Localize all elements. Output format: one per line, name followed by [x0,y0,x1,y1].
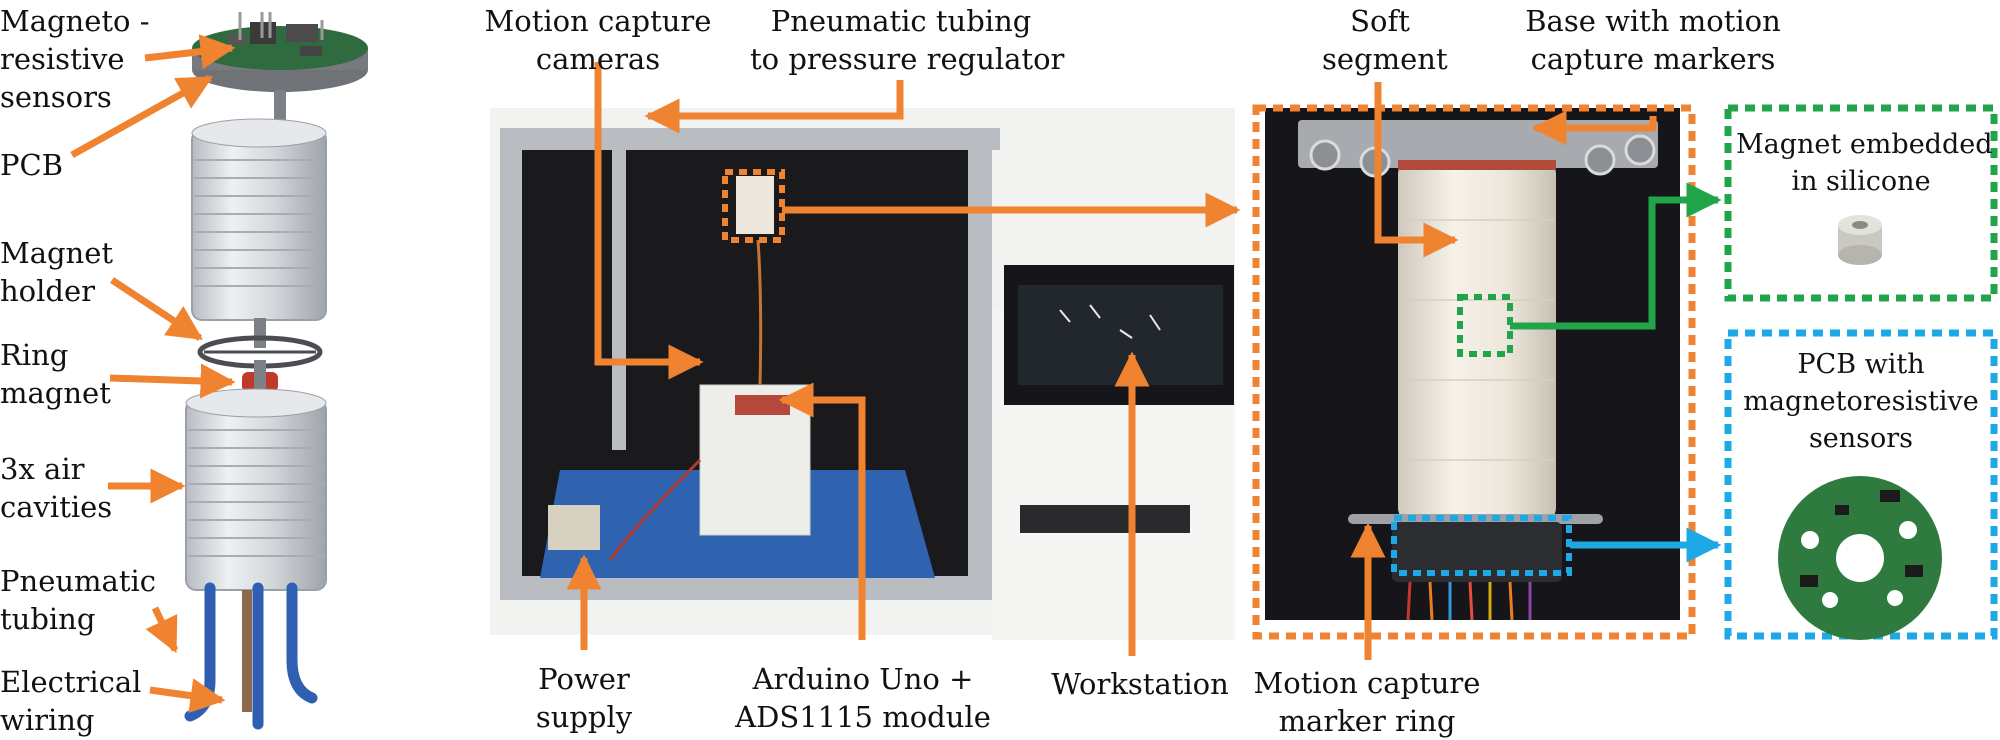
soft-segment-photo [1265,108,1680,621]
pcb-inset-label-line-3: sensors [1808,423,1914,454]
magnet-holder-part [197,318,323,369]
pcb-disc [192,12,368,92]
tubing-label: Pneumatic tubing [0,562,156,638]
ring-magnet-label: Ring magnet [0,336,111,412]
wiring-label-line-1: Electrical [0,665,142,699]
arduino-label-line-1: Arduino Uno + [752,662,974,696]
tubing-label-line-1: Pneumatic [0,564,156,598]
magnet-inset-label-line-1: Magnet embedded [1736,129,1993,160]
cameras-label-line-2: cameras [535,42,661,76]
upper-air-cavity-module [191,118,327,321]
marker-ring-label-line-2: marker ring [1278,704,1456,738]
magnet-inset-label: Magnet embedded in silicone [1736,126,1993,200]
base-label-line-2: capture markers [1530,42,1776,76]
power-supply-label-line-2: supply [535,700,633,734]
marker-ring-label-line-1: Motion capture [1253,666,1481,700]
sensors-label-line-2: resistive [0,42,125,76]
soft-segment-frame [1252,104,1696,640]
magnet-inset-frame [1724,104,1998,302]
magnet-image [1838,215,1882,265]
power-supply-label: Power supply [522,660,646,736]
magnet-inset-label-line-2: in silicone [1791,166,1931,197]
lower-air-cavity-module [185,388,327,591]
air-cavities-label-line-1: 3x air [0,452,85,486]
tubing-label-line-2: tubing [0,602,96,636]
tubing-and-wiring [184,582,318,730]
soft-segment-label: Soft segment [1322,2,1448,78]
wiring-label: Electrical wiring [0,663,141,739]
pcb-label: PCB [0,148,64,182]
exploded-robot-model [184,12,368,730]
wiring-label-line-2: wiring [0,703,95,737]
arduino-label-line-2: ADS1115 module [735,700,991,734]
soft-segment-label-line-1: Soft [1350,4,1410,38]
segment-arrows [1350,82,1657,660]
pcb-inset-label-line-1: PCB with [1797,349,1925,380]
pcb-inset-label-line-2: magnetoresistive [1743,386,1979,417]
magnet-connector [1510,182,1722,330]
sensors-label: Magneto - resistive sensors [0,2,150,116]
power-supply-label-line-1: Power [538,662,630,696]
base-label-line-1: Base with motion [1525,4,1781,38]
air-cavities-label: 3x air cavities [0,450,112,526]
pneumatic-label: Pneumatic tubing to pressure regulator [750,2,1065,78]
magnet-highlight [1457,294,1513,357]
soft-segment-highlight [722,169,785,243]
pneumatic-label-line-1: Pneumatic tubing [770,4,1032,38]
pneumatic-label-line-2: to pressure regulator [750,42,1065,76]
pcb-highlight [1391,515,1572,576]
sensors-label-line-3: sensors [0,80,112,114]
ring-magnet-label-line-1: Ring [0,338,69,372]
pcb-image [1778,476,1942,640]
setup-arrows [566,62,1241,656]
magnet-holder-label-line-2: holder [0,274,96,308]
workstation-label: Workstation [1051,667,1229,701]
marker-ring-label: Motion capture marker ring [1252,664,1482,740]
ring-magnet-label-line-2: magnet [0,376,111,410]
pcb-inset-label: PCB with magnetoresistive sensors [1736,346,1986,457]
air-cavities-label-line-2: cavities [0,490,113,524]
cameras-label-line-1: Motion capture [484,4,712,38]
magnet-holder-label-line-1: Magnet [0,236,114,270]
soft-segment-label-line-2: segment [1322,42,1448,76]
left-arrows [70,34,236,714]
cameras-label: Motion capture cameras [482,2,714,78]
base-label: Base with motion capture markers [1515,2,1791,78]
arduino-label: Arduino Uno + ADS1115 module [728,660,998,736]
magnet-holder-label: Magnet holder [0,234,113,310]
sensors-label-line-1: Magneto - [0,4,150,38]
